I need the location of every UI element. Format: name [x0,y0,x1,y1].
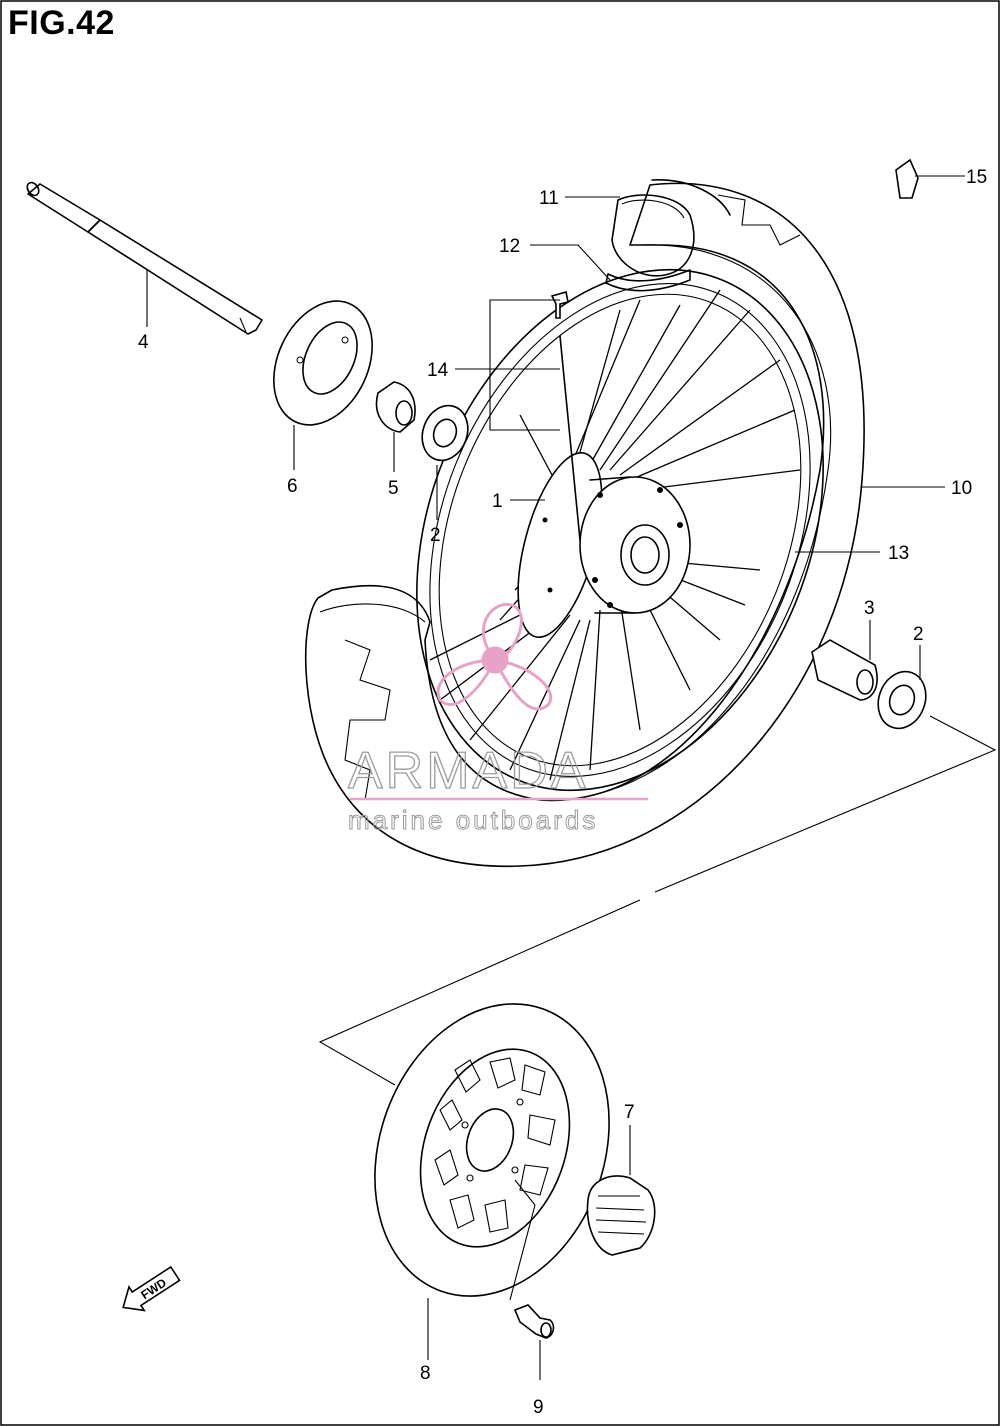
disc-bolt[interactable] [513,1304,555,1339]
figure-title: FIG.42 [8,4,115,42]
rim-band[interactable] [605,269,691,292]
front-axle[interactable] [25,180,263,335]
callout-8: 8 [420,1363,431,1384]
callout-9: 9 [533,1397,544,1418]
callout-12: 12 [499,236,520,257]
spacer-right[interactable] [811,639,878,701]
callout-2-left: 2 [430,525,441,546]
callout-2-right: 2 [913,624,924,645]
callout-3: 3 [864,598,875,619]
callout-4: 4 [138,332,149,353]
leader-lines [146,175,965,1380]
spoke-nipple[interactable] [550,290,581,541]
callout-7: 7 [624,1102,635,1123]
callout-labels: 1 2 2 3 4 5 6 7 8 9 10 11 12 13 14 15 [138,167,987,1418]
callout-15: 15 [966,167,987,188]
inner-tube[interactable] [611,179,731,277]
assembly-lines [318,715,997,1086]
spacer[interactable] [375,381,416,433]
callout-10: 10 [951,478,972,499]
watermark-logo-icon [436,603,552,711]
armada-watermark: ARMADA marine outboards [347,603,648,836]
watermark-tagline: marine outboards [348,805,598,835]
callout-1: 1 [492,491,503,512]
spokes [429,289,801,781]
bearing-right[interactable] [870,665,933,735]
brake-disc[interactable] [335,971,648,1330]
callout-14: 14 [427,360,449,381]
callout-6: 6 [287,476,298,497]
forward-direction-marker: FWD [122,1265,181,1312]
bearing-left[interactable] [415,399,475,467]
brake-panel-cover[interactable] [255,285,392,441]
speedometer-gearbox[interactable] [586,1175,656,1256]
callout-5: 5 [388,478,399,499]
callout-11: 11 [539,188,559,209]
wheel-hub[interactable] [502,444,691,646]
valve-cap[interactable] [895,158,919,199]
watermark-brand: ARMADA [348,742,588,800]
callout-13: 13 [888,543,909,564]
